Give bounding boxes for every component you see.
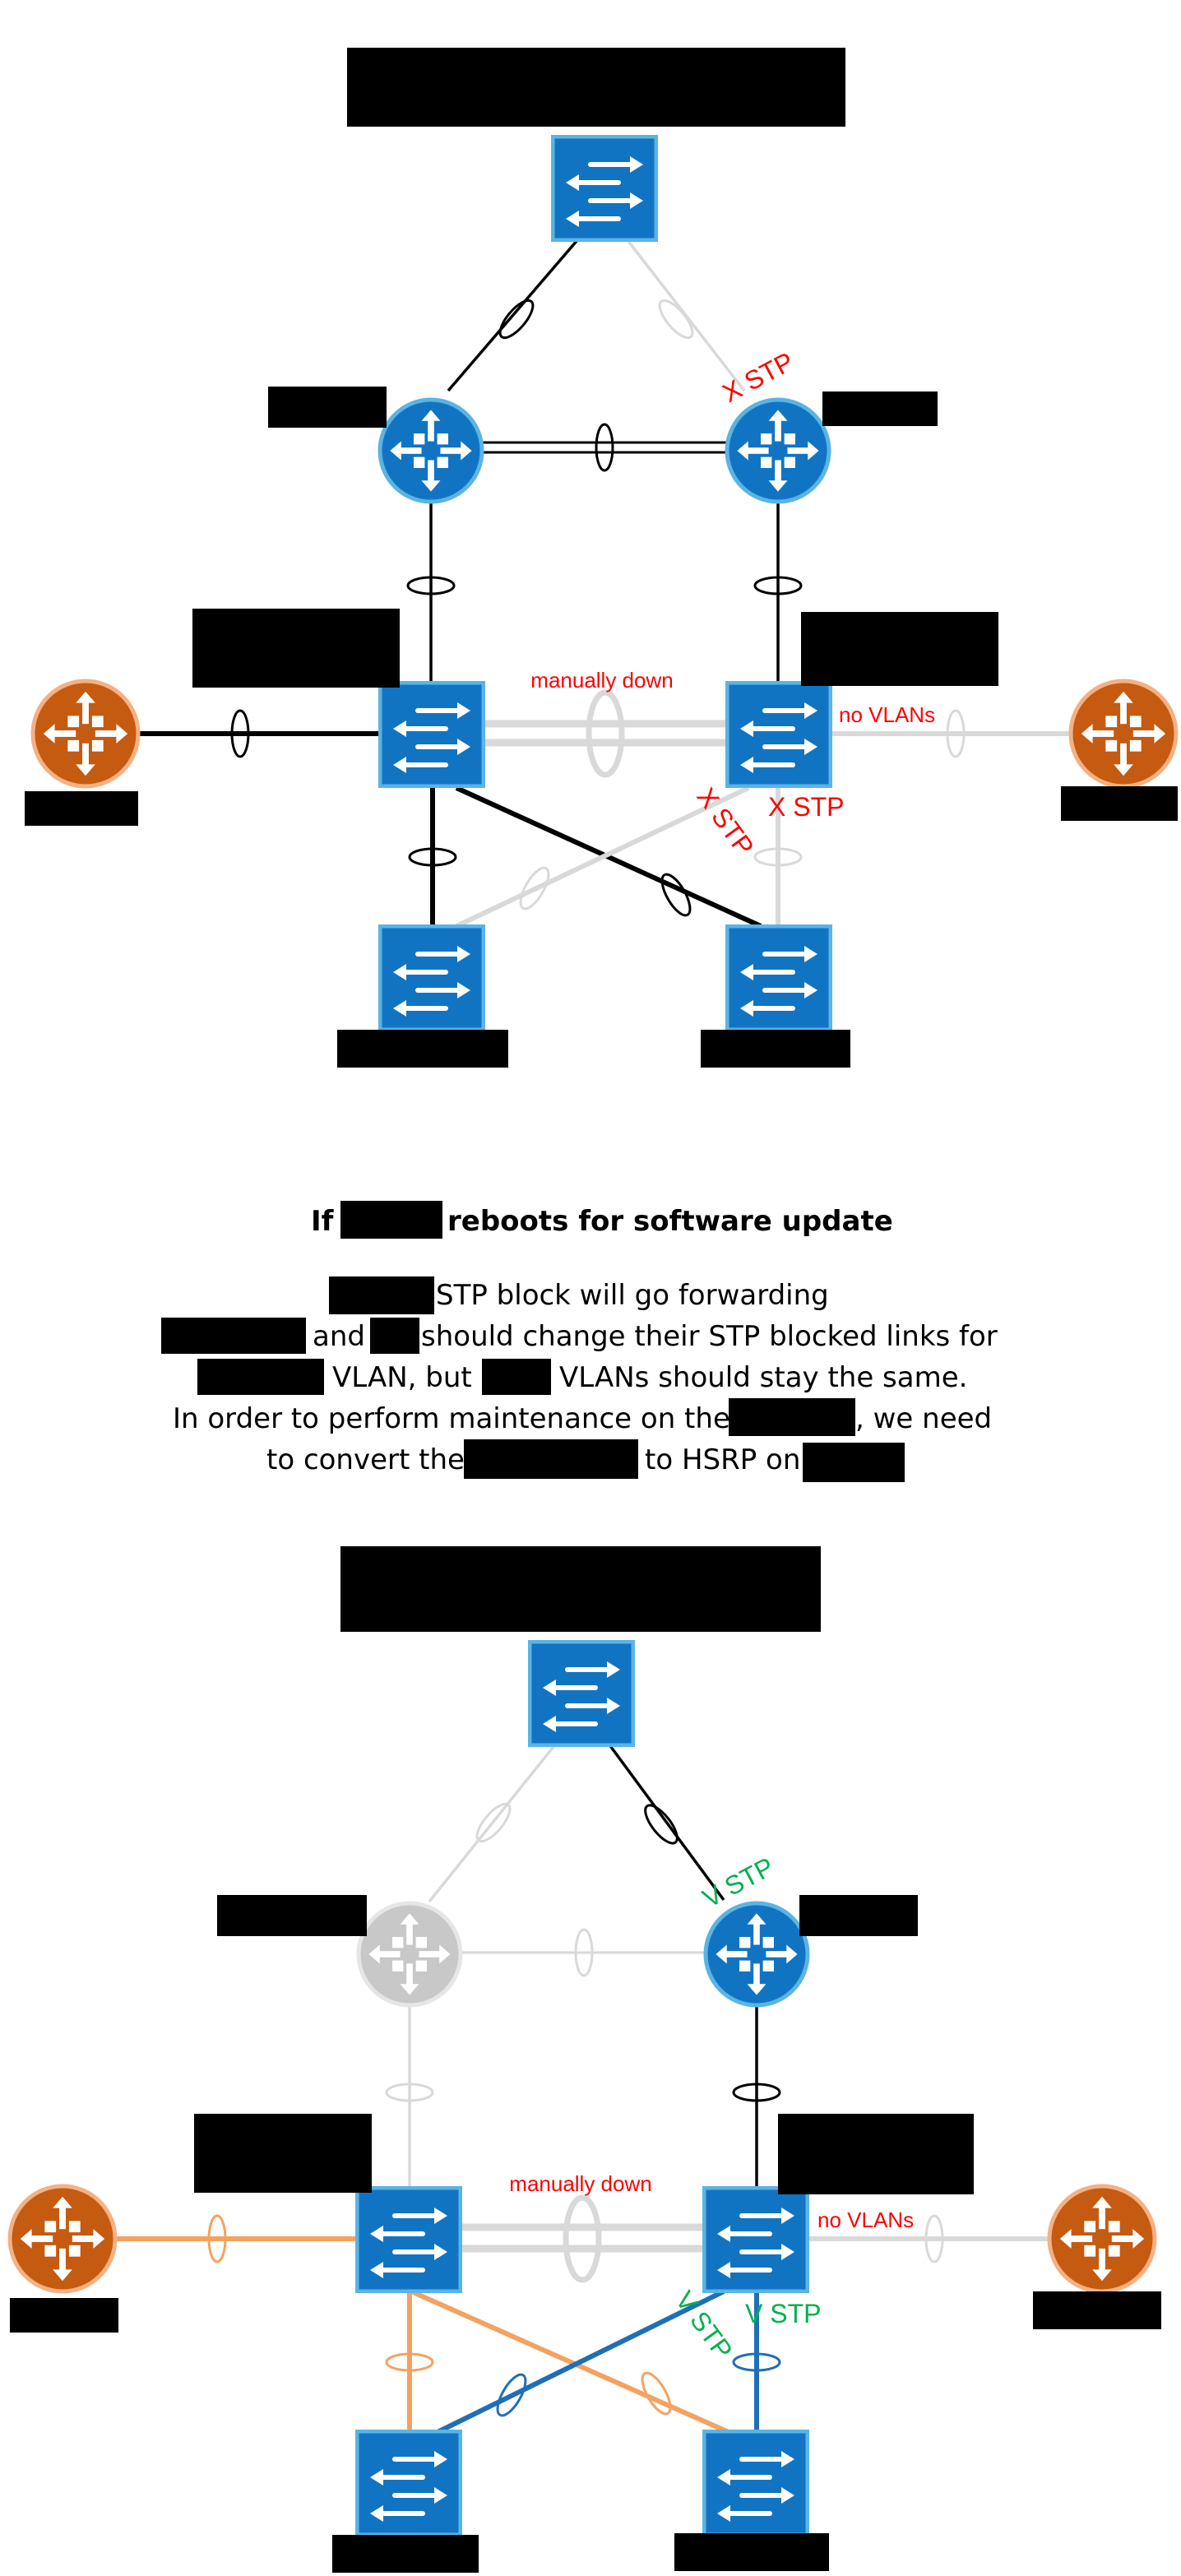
label-redaction — [801, 612, 998, 686]
text-redaction — [482, 1359, 551, 1395]
manually-down-label: manually down — [530, 668, 673, 693]
lag-marker — [230, 709, 250, 758]
lag-marker — [385, 2083, 434, 2102]
label-redaction — [822, 391, 938, 426]
line5-mid: to HSRP on — [645, 1443, 800, 1476]
line3-mid: VLAN, but — [332, 1361, 472, 1394]
line2-suffix: should change their STP blocked links fo… — [421, 1320, 998, 1353]
line4-suffix: , we need — [855, 1402, 992, 1435]
text-redaction — [197, 1359, 324, 1395]
core-switch-icon — [530, 1642, 633, 1745]
middle-text: If reboots for software update STP block… — [161, 1201, 998, 1482]
lag-marker — [475, 1802, 512, 1843]
edge-router-left-icon — [7, 2184, 118, 2294]
lag-marker — [496, 2373, 527, 2417]
link-core-r2 — [607, 1742, 725, 1902]
line5-prefix: to convert the — [266, 1443, 465, 1476]
link-dl-ar — [410, 2289, 732, 2435]
router-right-icon — [725, 397, 831, 504]
top-title-redaction — [347, 48, 845, 127]
label-redaction — [217, 1895, 367, 1936]
lag-marker — [732, 2352, 781, 2372]
line4-prefix: In order to perform maintenance on the — [173, 1402, 730, 1435]
lag-marker — [753, 576, 803, 595]
manually-down-label: manually down — [509, 2171, 651, 2196]
lag-marker — [207, 2214, 227, 2263]
link-core-r1 — [428, 1742, 558, 1903]
lag-marker — [644, 1804, 678, 1845]
label-redaction — [1061, 786, 1178, 821]
text-redaction — [370, 1318, 419, 1354]
access-switch-left-icon — [380, 926, 484, 1030]
dist-switch-right-icon — [727, 683, 831, 786]
access-switch-right-icon — [727, 926, 831, 1030]
dist-switch-right-icon — [704, 2188, 808, 2291]
no-vlans-label: no VLANs — [817, 2208, 914, 2232]
lag-marker — [658, 299, 694, 340]
router-left-offline-icon — [356, 1901, 463, 2008]
label-redaction — [701, 1030, 850, 1068]
access-switch-right-icon — [704, 2431, 808, 2535]
access-switch-left-icon — [357, 2431, 461, 2535]
lag-marker — [595, 423, 614, 472]
stp-label-right: X STP — [768, 792, 844, 822]
lag-marker — [732, 2083, 781, 2102]
router-right-icon — [703, 1901, 810, 2008]
text-redaction — [729, 1398, 855, 1436]
lag-marker — [574, 1928, 594, 1977]
heading-prefix: If — [311, 1205, 335, 1238]
lag-marker — [408, 847, 457, 867]
lag-marker — [660, 873, 692, 917]
heading-suffix: reboots for software update — [447, 1205, 893, 1238]
lag-marker — [563, 2194, 602, 2283]
label-redaction — [192, 609, 400, 688]
line1-suffix: STP block will go forwarding — [436, 1279, 829, 1312]
label-redaction — [332, 2535, 479, 2573]
link-core-r1 — [447, 239, 579, 392]
stp-label-right: V STP — [745, 2299, 821, 2328]
text-redaction — [329, 1276, 434, 1314]
edge-router-right-icon — [1047, 2184, 1157, 2294]
edge-router-left-icon — [30, 679, 141, 789]
text-redaction — [803, 1443, 905, 1482]
lag-marker — [946, 709, 966, 758]
link-dl-ar — [455, 785, 762, 929]
core-switch-icon — [553, 137, 656, 240]
link-dr-al — [434, 2289, 725, 2435]
label-redaction — [799, 1895, 918, 1936]
lag-marker — [498, 299, 535, 340]
bottom-diagram: manually down no VLANs V STP V STP V STP — [7, 1546, 1161, 2573]
lag-marker — [385, 2352, 434, 2372]
lag-marker — [586, 689, 625, 778]
router-left-icon — [377, 397, 484, 504]
label-redaction — [1033, 2291, 1161, 2329]
bottom-title-redaction — [340, 1546, 821, 1632]
dist-switch-left-icon — [380, 683, 484, 786]
lag-marker — [519, 866, 550, 910]
label-redaction — [25, 791, 138, 826]
line3-suffix: VLANs should stay the same. — [559, 1361, 967, 1394]
label-redaction — [194, 2114, 372, 2193]
line2-mid: and — [313, 1320, 365, 1353]
no-vlans-label: no VLANs — [839, 702, 935, 727]
heading-redaction — [340, 1201, 442, 1239]
edge-router-right-icon — [1068, 679, 1179, 789]
label-redaction — [268, 387, 387, 428]
lag-marker — [753, 847, 803, 867]
top-diagram: manually down no VLANs X STP X STP X STP — [25, 48, 1179, 1068]
lag-marker — [924, 2214, 944, 2263]
text-redaction — [464, 1439, 638, 1479]
lag-marker — [641, 2371, 672, 2416]
dist-switch-left-icon — [357, 2188, 461, 2291]
label-redaction — [778, 2114, 974, 2194]
stp-label-cross: X STP — [691, 782, 759, 861]
label-redaction — [674, 2533, 829, 2571]
label-redaction — [10, 2298, 118, 2333]
text-redaction — [161, 1318, 306, 1354]
stp-label-cross: V STP — [669, 2286, 738, 2365]
link-dr-al — [455, 785, 750, 929]
lag-marker — [406, 576, 456, 595]
label-redaction — [337, 1030, 508, 1068]
